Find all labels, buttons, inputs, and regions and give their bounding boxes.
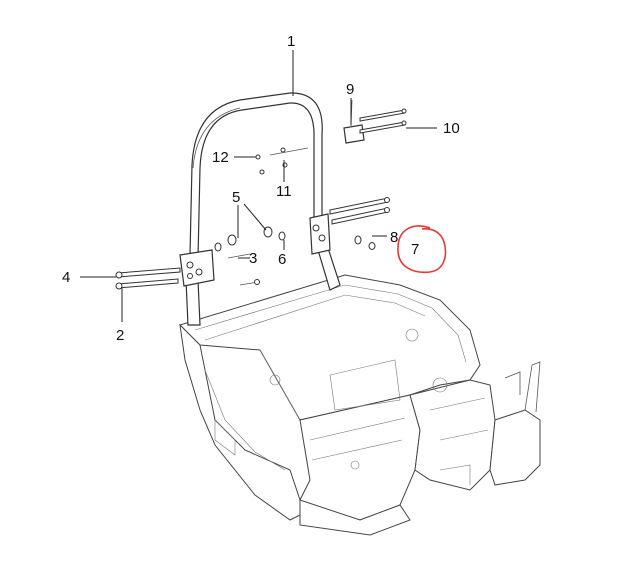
callout-6: 6 (278, 251, 286, 268)
leader-lines (80, 50, 437, 322)
callout-9: 9 (346, 81, 354, 98)
callout-10: 10 (443, 120, 460, 137)
left-bolts (115, 267, 181, 290)
highlight-circle (397, 225, 447, 274)
callout-labels: 1 2 3 4 5 6 7 8 9 10 11 12 (62, 33, 460, 344)
right-bolts (329, 197, 390, 225)
callout-3: 3 (249, 250, 257, 267)
vehicle-frame (179, 274, 541, 536)
callout-11: 11 (276, 183, 292, 200)
callout-7: 7 (411, 241, 419, 258)
callout-12: 12 (212, 149, 229, 166)
top-bracket (255, 99, 407, 175)
callout-1: 1 (287, 33, 295, 50)
callout-4: 4 (62, 269, 70, 286)
callout-5: 5 (232, 189, 240, 206)
roll-bar (179, 92, 341, 326)
callout-2: 2 (116, 327, 124, 344)
callout-8: 8 (390, 229, 398, 246)
